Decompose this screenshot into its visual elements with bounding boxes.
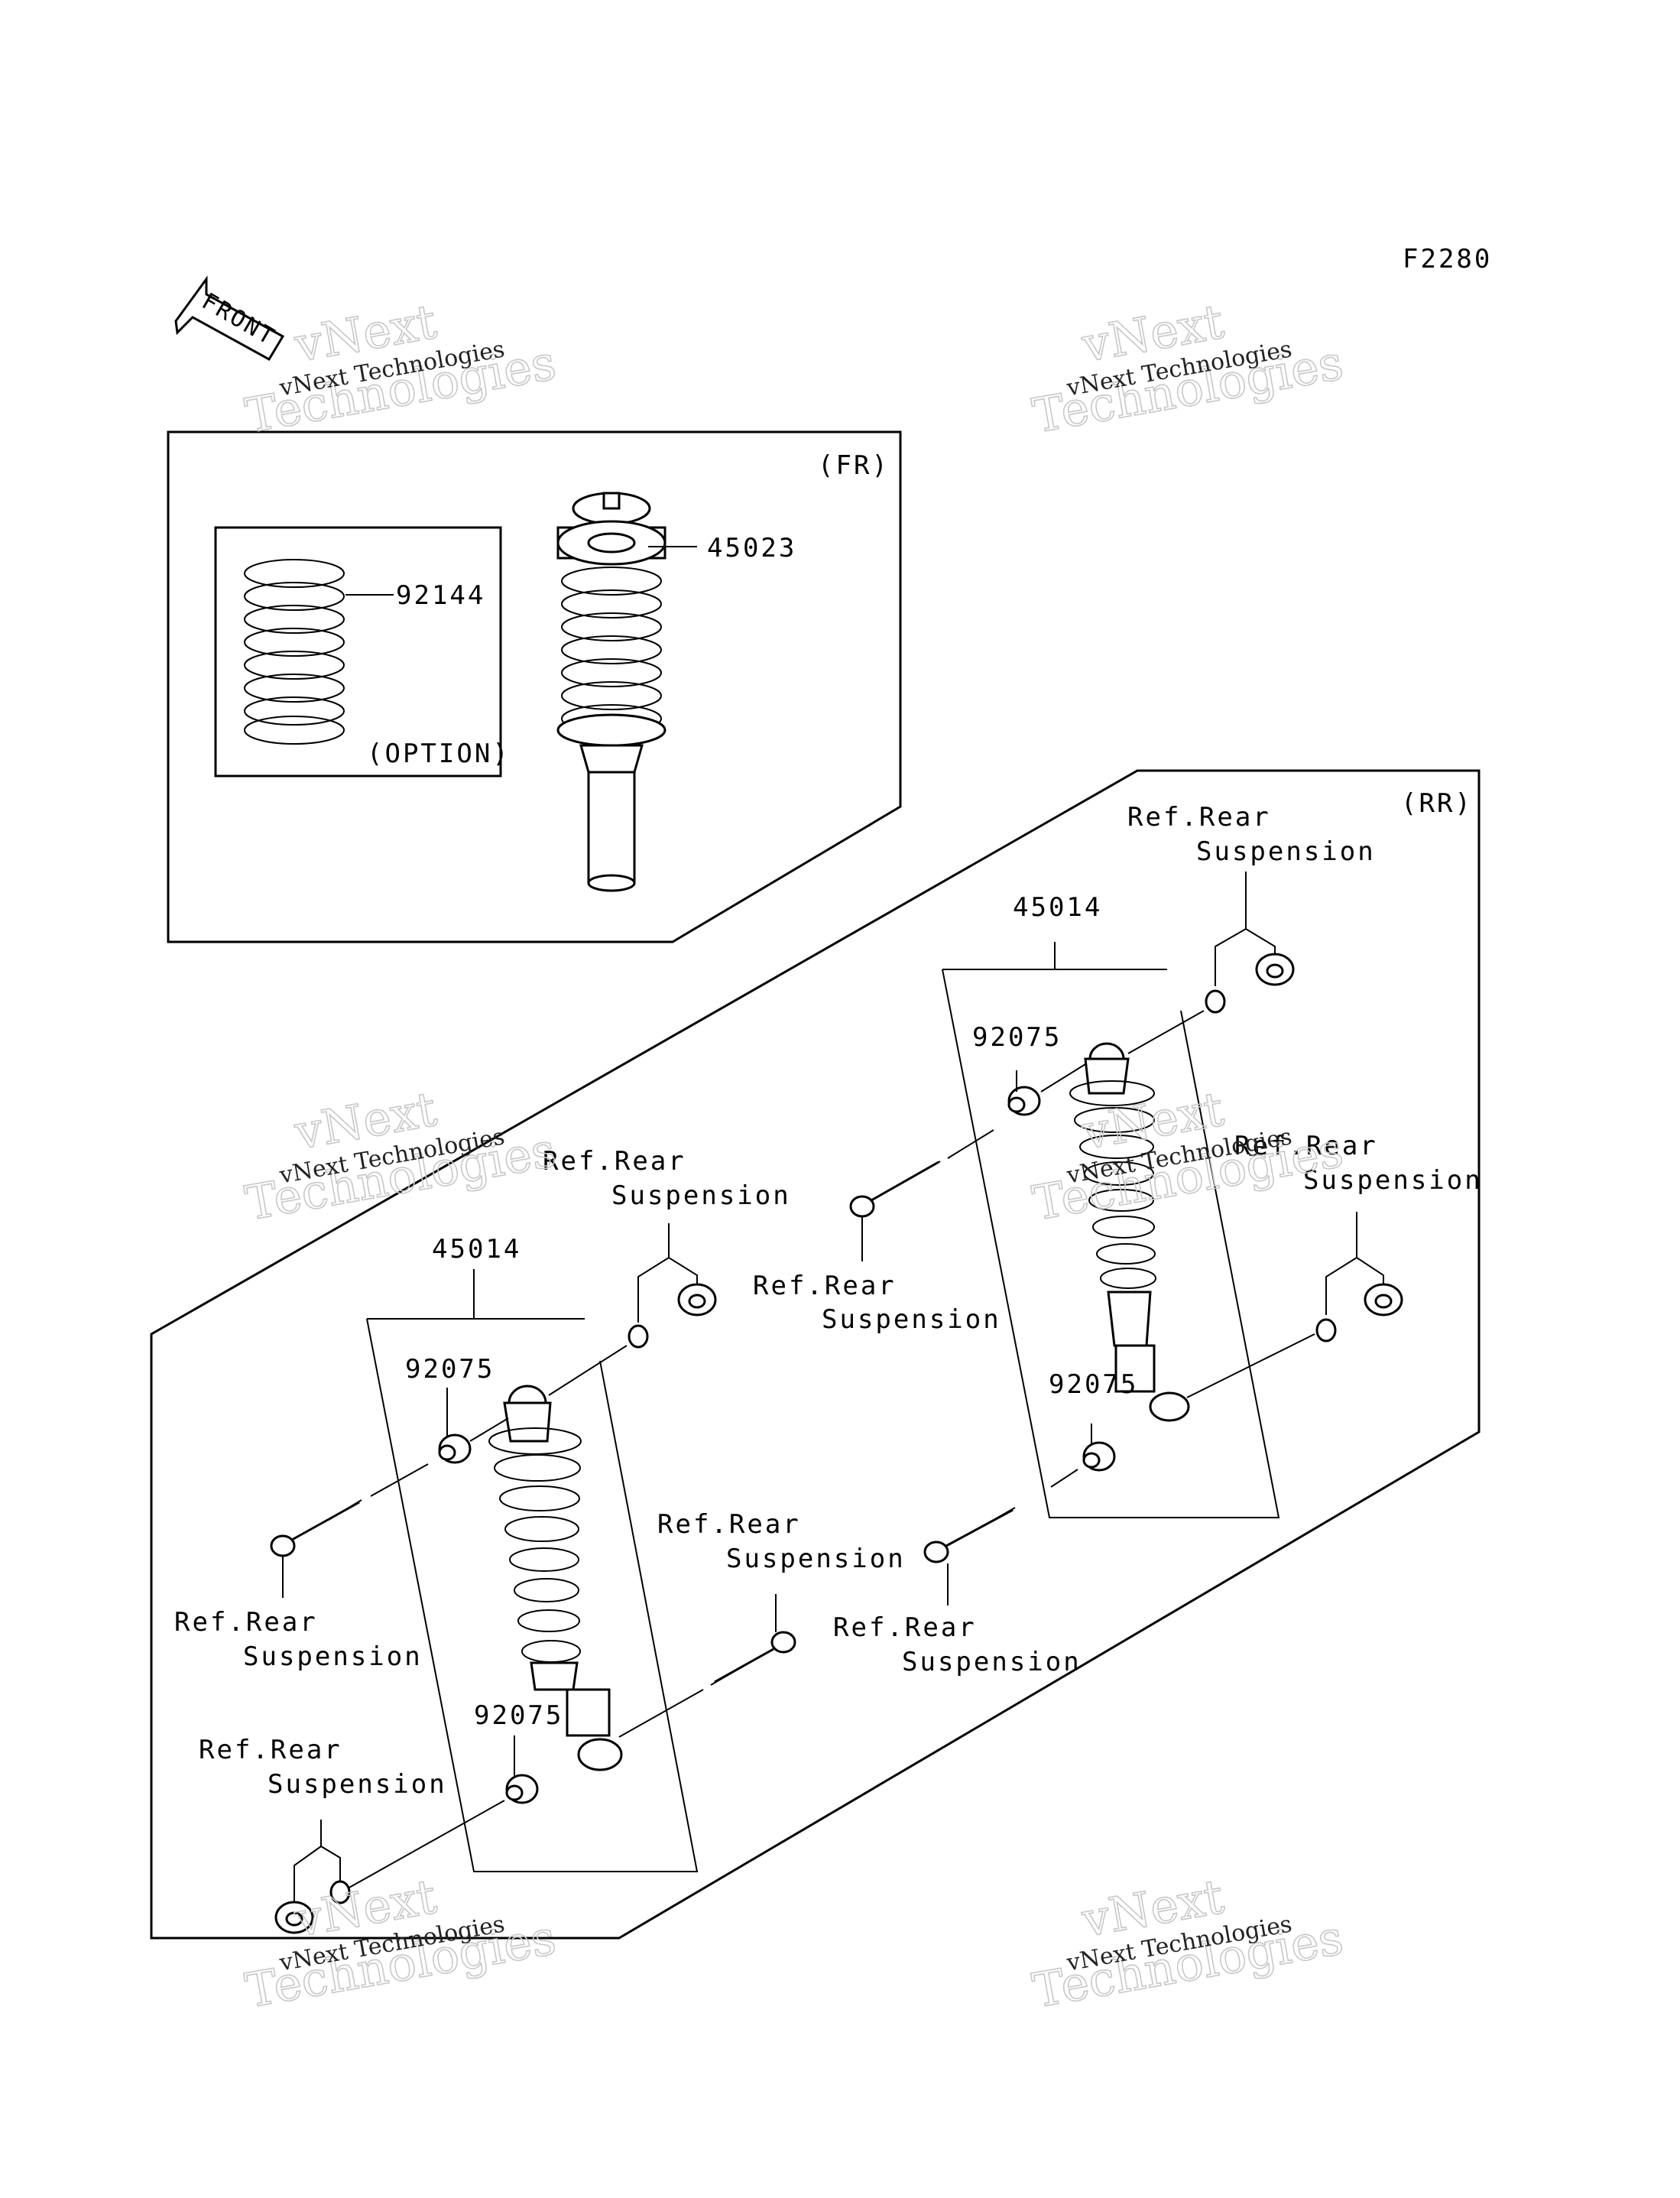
watermark-top-left: vNext Technologies vNext Technologies [241,293,560,444]
watermark-bottom-right: vNext Technologies vNext Technologies [1028,1868,1348,2019]
ref-left-top-bolt-line2: Suspension [243,1641,423,1672]
watermark-middle-left: vNext Technologies vNext Technologies [241,1080,560,1232]
nut-left-top-icon [677,1283,717,1317]
diagram-code: F2280 [1403,244,1492,274]
bolt-right-bottom-icon [923,1507,1016,1563]
ref-right-top-bolt-line2: Suspension [822,1304,1001,1335]
ref-left-bottom-bolt-line1: Ref.Rear [657,1509,801,1540]
washer-right-bottom-icon [1315,1318,1337,1343]
ref-left-top-nut-line1: Ref.Rear [543,1146,686,1177]
ref-left-bottom-bolt-line2: Suspension [726,1544,906,1574]
nut-right-top-icon [1255,953,1295,986]
watermark-middle-right: vNext Technologies vNext Technologies [1028,1080,1348,1232]
watermark-bottom-left: vNext Technologies vNext Technologies [241,1868,560,2019]
option-box [214,526,502,778]
ref-right-bottom-nut-line1: Ref.Rear [1234,1131,1378,1161]
nut-left-bottom-icon [274,1901,314,1934]
bushing-left-top-icon [438,1433,472,1464]
rear-group-label: (RR) [1401,788,1473,819]
ref-right-bottom-bolt-line2: Suspension [902,1647,1082,1677]
ref-left-bottom-nut-line2: Suspension [268,1769,447,1800]
rear-group-frame [150,769,1481,1940]
bolt-left-top-icon [270,1499,362,1557]
part-number-92144: 92144 [396,580,485,611]
part-number-45014-right: 45014 [1013,892,1102,923]
front-group-label: (FR) [818,450,890,481]
ref-right-bottom-nut-line2: Suspension [1303,1165,1483,1196]
washer-left-top-icon [628,1324,649,1349]
part-number-92075-right-bottom: 92075 [1049,1369,1138,1400]
front-arrow-icon: FRONT [174,275,285,362]
front-group-frame [167,430,902,943]
watermark-top-right: vNext Technologies vNext Technologies [1028,293,1348,444]
ref-left-top-bolt-line1: Ref.Rear [174,1607,318,1638]
ref-right-top-nut-line2: Suspension [1196,836,1376,867]
ref-right-top-bolt-line1: Ref.Rear [753,1271,897,1301]
part-number-92075-left-top: 92075 [405,1354,495,1385]
rear-shock-left-icon [488,1385,623,1771]
part-number-45014-left: 45014 [432,1234,521,1265]
bushing-left-bottom-icon [505,1774,539,1804]
washer-right-top-icon [1205,989,1226,1014]
washer-left-bottom-icon [329,1880,351,1904]
front-shock-icon [556,492,666,892]
ref-right-top-nut-line1: Ref.Rear [1127,802,1271,833]
part-number-92075-right-top: 92075 [972,1022,1062,1053]
bushing-right-top-icon [1007,1086,1041,1116]
option-label: (OPTION) [367,739,511,769]
bushing-right-bottom-icon [1082,1441,1116,1472]
bolt-left-bottom-icon [710,1631,796,1686]
spring-option-icon [244,559,345,745]
ref-left-bottom-nut-line1: Ref.Rear [199,1735,342,1765]
part-number-45023: 45023 [707,533,796,563]
rear-shock-right-icon [1069,1042,1190,1422]
nut-right-bottom-icon [1364,1283,1403,1317]
bolt-right-top-icon [849,1161,941,1218]
part-number-92075-left-bottom: 92075 [474,1700,563,1731]
ref-right-bottom-bolt-line1: Ref.Rear [833,1612,977,1643]
ref-left-top-nut-line2: Suspension [611,1180,791,1211]
